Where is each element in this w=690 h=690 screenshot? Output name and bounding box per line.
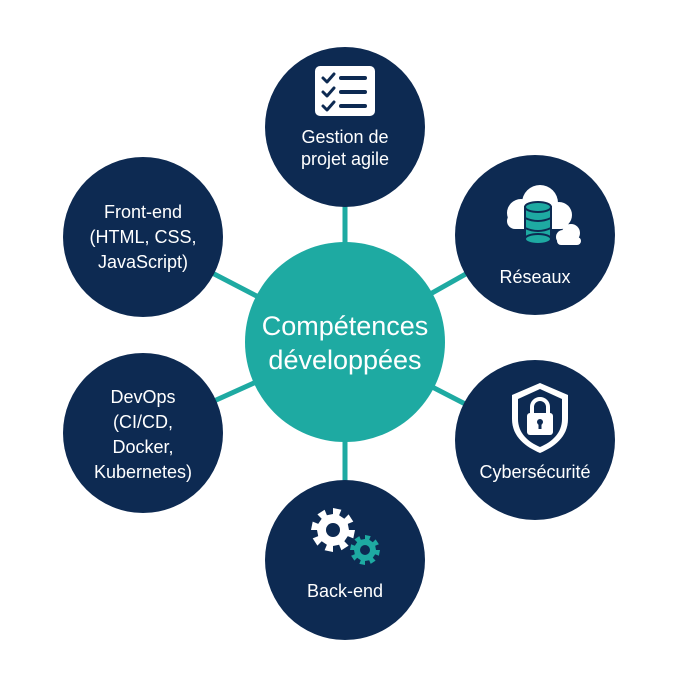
node-label-line: Kubernetes)	[94, 462, 192, 482]
node-circle	[63, 157, 223, 317]
node-label-line: (HTML, CSS,	[89, 227, 196, 247]
node-label-line: projet agile	[301, 149, 389, 169]
cloud-database-icon	[507, 185, 581, 245]
node-reseaux: Réseaux	[455, 155, 615, 315]
node-devops: DevOps (CI/CD, Docker, Kubernetes)	[63, 353, 223, 513]
node-label: Réseaux	[499, 267, 570, 287]
shield-lock-icon	[512, 383, 568, 453]
node-front-end: Front-end (HTML, CSS, JavaScript)	[63, 157, 223, 317]
node-circle	[265, 47, 425, 207]
node-label: Cybersécurité	[479, 462, 590, 482]
node-circle	[265, 480, 425, 640]
gears-icon	[311, 508, 380, 565]
node-label-line: Réseaux	[499, 267, 570, 287]
center-circle	[245, 242, 445, 442]
node-back-end: Back-end	[265, 480, 425, 640]
node-label-line: (CI/CD,	[113, 412, 173, 432]
node-label: DevOps (CI/CD, Docker, Kubernetes)	[94, 387, 192, 482]
node-label-line: Docker,	[112, 437, 173, 457]
node-circle	[63, 353, 223, 513]
center-title-line: développées	[268, 345, 421, 375]
node-cybersecurite: Cybersécurité	[455, 360, 615, 520]
node-label-line: JavaScript)	[98, 252, 188, 272]
node-label-line: DevOps	[110, 387, 175, 407]
center-title-line: Compétences	[262, 311, 429, 341]
center-title: Compétences développées	[262, 311, 429, 375]
checklist-icon	[315, 66, 375, 116]
node-label: Front-end (HTML, CSS, JavaScript)	[89, 202, 196, 272]
node-label-line: Gestion de	[301, 127, 388, 147]
node-label-line: Back-end	[307, 581, 383, 601]
node-label-line: Cybersécurité	[479, 462, 590, 482]
center-node: Compétences développées	[245, 242, 445, 442]
node-label-line: Front-end	[104, 202, 182, 222]
node-label: Back-end	[307, 581, 383, 601]
